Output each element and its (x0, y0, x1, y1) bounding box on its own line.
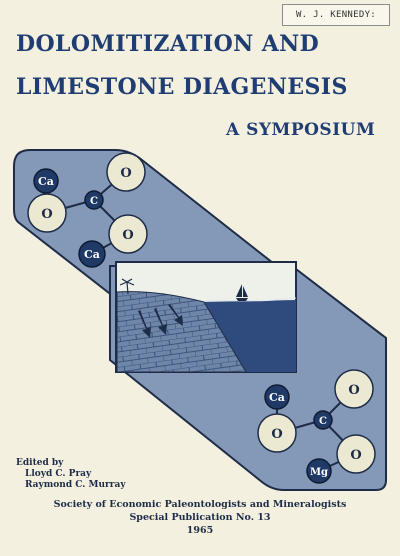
dolomite-molecule: Ca O O C O Mg (257, 369, 376, 484)
limestone-bedrock (116, 291, 247, 373)
atom-oxygen-left-lower: O (271, 427, 282, 442)
editors-block: Edited by Lloyd C. Pray Raymond C. Murra… (16, 458, 126, 491)
dolomite-arrow (138, 310, 151, 338)
atom-cation-ca: Ca (269, 391, 285, 404)
subtitle: A SYMPOSIUM (226, 120, 376, 140)
cross-section (115, 261, 297, 373)
atom-cation-mg: Mg (310, 467, 328, 478)
society-name: Society of Economic Paleontologists and … (53, 499, 347, 510)
palm-tree-icon (119, 278, 135, 295)
atom-oxygen-right: O (122, 228, 133, 243)
publisher-block: Society of Economic Paleontologists and … (0, 498, 400, 537)
calcite-molecule: Ca O O C O Ca (27, 152, 148, 268)
atom-carbon-top: C (90, 196, 98, 207)
cover-illustration: Ca O O C O Ca Ca O O C (13, 149, 387, 491)
title-line-1: DOLOMITIZATION AND (16, 31, 320, 57)
atom-carbon-lower: C (319, 416, 327, 427)
series-number: Special Publication No. 13 (129, 512, 271, 523)
editor-name: Lloyd C. Pray (25, 469, 92, 479)
atom-oxygen-top-lower: O (348, 383, 359, 398)
editor-name: Raymond C. Murray (25, 480, 126, 490)
edited-by-label: Edited by (16, 458, 64, 468)
atom-oxygen-top: O (120, 166, 131, 181)
publication-year: 1965 (186, 525, 214, 536)
atom-cation-top: Ca (38, 175, 54, 188)
sea-water (200, 300, 296, 372)
atom-cation-bottom: Ca (84, 248, 100, 261)
atom-oxygen-right-lower: O (350, 448, 361, 463)
dolomite-arrow (154, 308, 167, 335)
sailboat-icon (236, 284, 248, 301)
atom-oxygen-left: O (41, 207, 52, 222)
dolomite-arrow (168, 304, 183, 326)
owner-name-stamp: W. J. KENNEDY: (282, 4, 390, 26)
title-line-2: LIMESTONE DIAGENESIS (16, 74, 348, 100)
